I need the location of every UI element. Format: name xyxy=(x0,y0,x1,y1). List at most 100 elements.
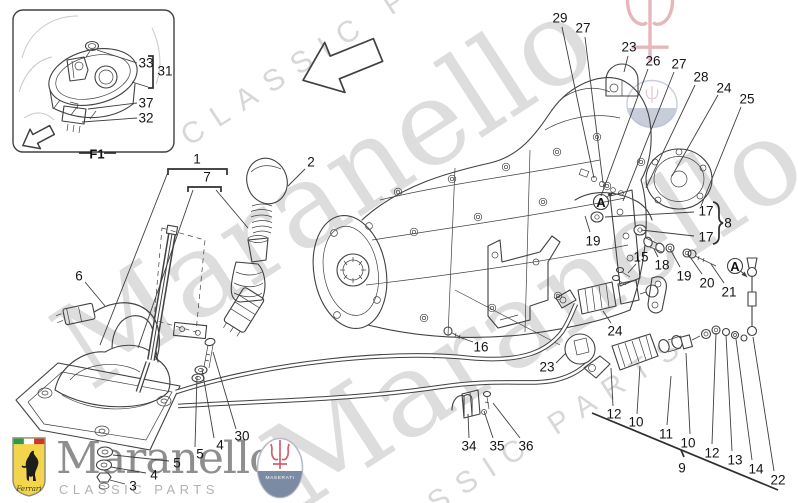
callout-label: 36 xyxy=(518,439,533,454)
callout-leader-line xyxy=(87,102,138,110)
callout-bracket xyxy=(591,412,779,491)
callout-label: 29 xyxy=(552,11,567,26)
callout-leader-line xyxy=(725,334,733,452)
sensor-connector-drawing xyxy=(55,302,96,326)
callout-label: 33 xyxy=(138,56,153,71)
callout-label: 14 xyxy=(748,462,764,477)
callout-leader-line xyxy=(735,338,753,461)
callout-label: 17 xyxy=(698,204,713,219)
callout-leader-line xyxy=(561,26,595,179)
callout-leader-line xyxy=(483,410,494,439)
callout-leader-line xyxy=(99,171,169,346)
callout-label: 37 xyxy=(138,96,153,111)
lever-shaft xyxy=(135,224,179,393)
callout-label: 19 xyxy=(676,269,691,284)
callout-bracket xyxy=(148,55,154,89)
tie-rod-drawing xyxy=(746,257,758,337)
callout-leader-line xyxy=(645,84,696,189)
callout-label: 17 xyxy=(698,230,713,245)
detail-marker-circle xyxy=(592,193,610,211)
callout-leader-line xyxy=(215,189,249,229)
maserati-blue-field xyxy=(257,471,303,498)
maranello-logo-wordmark: Maranello xyxy=(56,433,276,484)
support-bracket-drawing xyxy=(454,235,561,346)
callout-label: 23 xyxy=(621,40,636,55)
callout-label: 12 xyxy=(704,446,719,461)
cable-clip-parts-drawing xyxy=(443,326,492,419)
callout-label: 27 xyxy=(671,57,686,72)
maserati-badge: MASERATI xyxy=(256,437,304,499)
callout-label: 34 xyxy=(461,439,477,454)
callout-leader-line xyxy=(687,253,703,275)
boot-gaiter xyxy=(230,261,266,303)
callout-label: 22 xyxy=(770,473,785,488)
callout-leader-line xyxy=(685,352,691,435)
console-button xyxy=(84,40,100,52)
gear-knob xyxy=(246,157,288,205)
callout-label: 3 xyxy=(129,479,137,494)
callout-bracket xyxy=(680,449,685,458)
callout-leader-line xyxy=(287,168,306,187)
direction-arrow-icon xyxy=(22,124,56,150)
callout-leader-line xyxy=(710,263,725,284)
cable-bracket-plate xyxy=(172,321,208,340)
callout-label: 28 xyxy=(693,70,708,85)
callout-label: 35 xyxy=(489,439,504,454)
callout-leader-line xyxy=(201,368,215,439)
callout-label: 11 xyxy=(659,427,673,442)
callout-label: 18 xyxy=(654,258,669,273)
callout-label: 5 xyxy=(196,447,204,462)
callout-label: 21 xyxy=(721,285,736,300)
callout-leader-line xyxy=(640,229,695,237)
callout-leader-line xyxy=(604,211,695,218)
callout-leader-line xyxy=(110,466,147,474)
trident-icon xyxy=(270,440,290,469)
callout-leader-line xyxy=(711,332,717,445)
detail-marker-arrowhead xyxy=(607,191,614,198)
washer-ring-set xyxy=(700,325,748,342)
callout-label: 24 xyxy=(607,324,623,339)
callout-label: 12 xyxy=(606,407,621,422)
stripe-red xyxy=(34,438,45,445)
classic-parts-tagline: CLASSIC PARTS xyxy=(59,482,219,497)
inset-detail-box xyxy=(12,9,175,153)
callout-leader-line xyxy=(81,117,138,123)
callout-leader-line xyxy=(131,81,149,88)
detail-marker-arrowhead xyxy=(741,271,748,278)
callout-label: 16 xyxy=(473,340,488,355)
ferrari-label: Ferrari xyxy=(15,485,41,493)
callout-label: 4 xyxy=(216,438,224,453)
callout-label: 5 xyxy=(173,456,181,471)
callout-label: 20 xyxy=(699,276,714,291)
callout-label: 26 xyxy=(645,54,660,69)
detail-marker-circle xyxy=(726,257,744,275)
callout-leader-line xyxy=(622,71,675,202)
callout-label: 2 xyxy=(307,155,315,170)
callout-leader-line xyxy=(666,375,672,426)
callout-leader-line xyxy=(492,402,521,439)
callout-leader-line xyxy=(194,375,198,448)
callout-leader-line xyxy=(600,68,649,197)
callout-leader-line xyxy=(627,263,637,274)
callout-label: 1 xyxy=(193,152,201,167)
callout-leader-line xyxy=(467,413,470,439)
callout-label: 31 xyxy=(157,64,172,79)
callout-leader-line xyxy=(584,215,591,233)
gear-lever-drawing xyxy=(15,224,216,490)
prancing-horse-icon xyxy=(21,450,39,481)
callout-leader-line xyxy=(636,365,641,415)
callout-leader-line xyxy=(623,55,629,73)
callout-leader-line xyxy=(555,352,567,364)
callout-label: 23 xyxy=(539,360,554,375)
linkage-parts-drawing xyxy=(555,168,758,379)
callout-bracket xyxy=(187,186,222,192)
callout-leader-line xyxy=(602,310,612,324)
knob-base-cup xyxy=(247,235,269,263)
washer-stack-lower xyxy=(95,446,114,490)
callout-label: 10 xyxy=(680,436,695,451)
callout-leader-line xyxy=(700,106,742,207)
callout-label: 10 xyxy=(628,415,643,430)
callout-leader-line xyxy=(112,454,170,462)
